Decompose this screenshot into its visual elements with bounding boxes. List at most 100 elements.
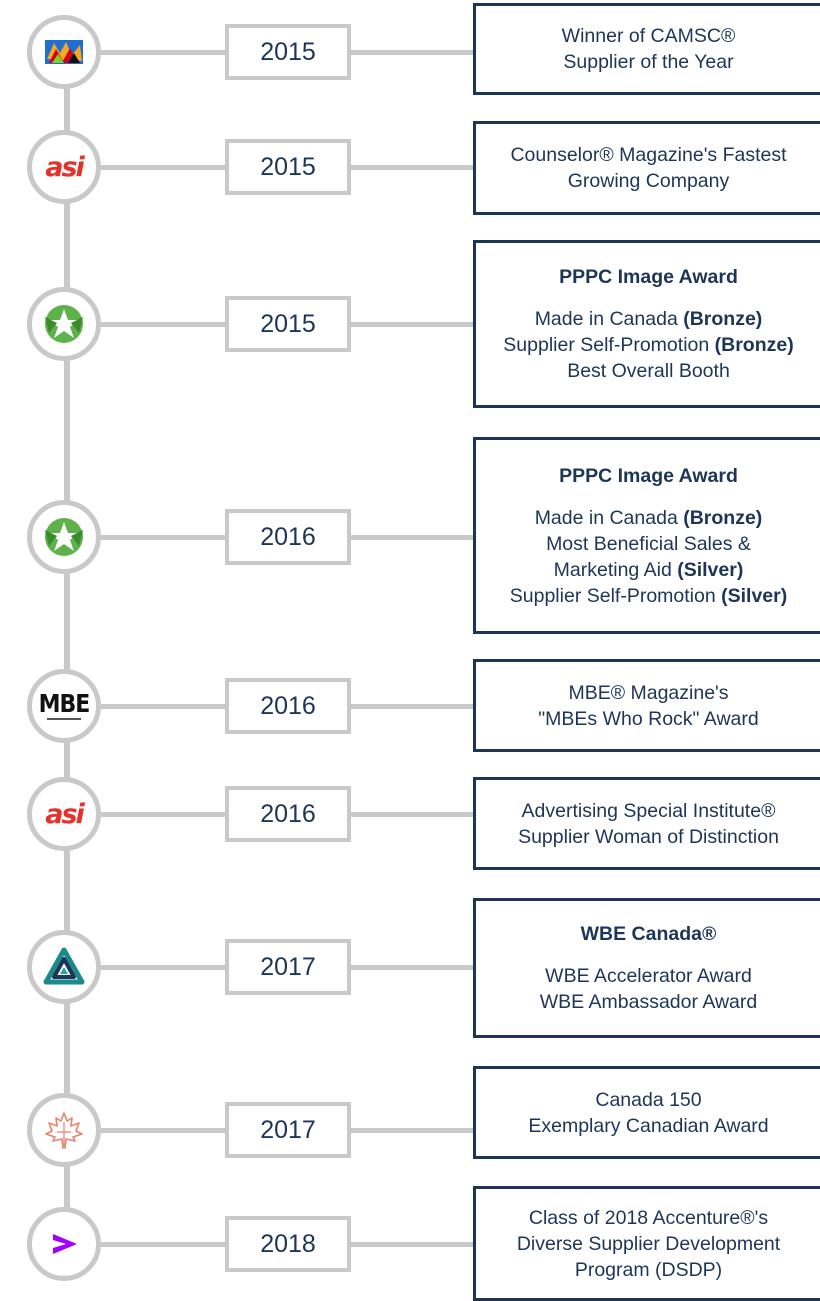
award-title: WBE Canada® xyxy=(580,923,717,945)
award-line: Supplier of the Year xyxy=(563,49,733,75)
award-line-text: Growing Company xyxy=(567,170,730,192)
award-line-text: Counselor® Magazine's Fastest xyxy=(510,144,787,166)
wbe-canada-logo-badge xyxy=(27,930,101,1004)
connector-line xyxy=(351,322,473,327)
award-line-text: Supplier of the Year xyxy=(563,51,734,73)
award-line-text: Supplier Woman of Distinction xyxy=(518,825,779,848)
award-line: MBE® Magazine's xyxy=(568,680,728,706)
connector-line xyxy=(101,165,225,170)
year-box: 2017 xyxy=(225,939,351,995)
asi-logo-badge: asi xyxy=(27,130,101,204)
award-title: PPPC Image Award xyxy=(559,464,738,487)
connector-line xyxy=(101,965,225,970)
award-line-text: Program (DSDP) xyxy=(574,1258,723,1281)
connector-line xyxy=(351,50,473,55)
year-box: 2015 xyxy=(225,139,351,195)
connector-line xyxy=(351,812,473,817)
pppc-logo-badge xyxy=(27,500,101,574)
year-box: 2016 xyxy=(225,786,351,842)
award-line-text: Best Overall Booth xyxy=(567,360,730,382)
asi-logo-icon: asi xyxy=(45,798,85,830)
award-line: Class of 2018 Accenture®'s xyxy=(529,1205,768,1231)
award-line-text: Canada 150 xyxy=(595,1088,702,1111)
award-medal: (Bronze) xyxy=(714,334,794,356)
pppc-logo-icon xyxy=(43,303,85,345)
award-card: Winner of CAMSC® Supplier of the Year xyxy=(473,3,820,95)
mbe-logo-icon: MBE xyxy=(38,690,90,720)
award-line-text: Diverse Supplier Development xyxy=(516,1232,781,1255)
connector-line xyxy=(101,812,225,817)
connector-line xyxy=(351,965,473,970)
mbe-logo-badge: MBE xyxy=(27,669,101,743)
award-line: Marketing Aid (Silver) xyxy=(554,557,744,583)
award-line-text: WBE Ambassador Award xyxy=(539,991,758,1013)
camsc-logo-badge xyxy=(27,15,101,89)
year-box: 2016 xyxy=(225,678,351,734)
award-line: Growing Company xyxy=(568,168,729,194)
connector-line xyxy=(101,1242,225,1247)
award-line-text: Winner of CAMSC® xyxy=(561,25,736,47)
award-line: Supplier Woman of Distinction xyxy=(518,824,779,850)
award-line-text: WBE Accelerator Award xyxy=(545,965,752,987)
maple-leaf-logo-badge xyxy=(27,1093,101,1167)
award-line-text: Made in Canada xyxy=(534,308,684,330)
connector-line xyxy=(351,704,473,709)
connector-line xyxy=(101,535,225,540)
award-line: Program (DSDP) xyxy=(575,1257,722,1283)
award-medal: (Bronze) xyxy=(683,506,763,529)
asi-logo-badge: asi xyxy=(27,777,101,851)
pppc-logo-badge xyxy=(27,287,101,361)
connector-line xyxy=(351,535,473,540)
award-line: Made in Canada (Bronze) xyxy=(535,306,763,332)
award-line-text: Class of 2018 Accenture®'s xyxy=(528,1206,769,1229)
wbe-canada-logo-icon xyxy=(43,947,85,987)
award-line: Supplier Self-Promotion (Bronze) xyxy=(503,332,793,358)
award-line-text: Marketing Aid xyxy=(553,558,678,581)
award-line: WBE Accelerator Award xyxy=(545,963,752,989)
year-box: 2015 xyxy=(225,24,351,80)
connector-line xyxy=(351,1128,473,1133)
connector-line xyxy=(101,322,225,327)
year-box: 2016 xyxy=(225,509,351,565)
award-line-text: Supplier Self-Promotion xyxy=(509,584,722,607)
accenture-logo-icon xyxy=(47,1227,81,1261)
connector-line xyxy=(101,704,225,709)
maple-leaf-logo-icon xyxy=(43,1110,85,1150)
award-line: WBE Ambassador Award xyxy=(540,989,758,1015)
award-line: Winner of CAMSC® xyxy=(562,23,736,49)
award-card: MBE® Magazine's"MBEs Who Rock" Award xyxy=(473,659,820,752)
year-box: 2018 xyxy=(225,1216,351,1272)
award-line-text: Exemplary Canadian Award xyxy=(528,1114,769,1137)
camsc-logo-icon xyxy=(44,39,84,65)
award-line: Advertising Special Institute® xyxy=(522,798,776,824)
award-medal: (Silver) xyxy=(677,558,744,581)
accenture-logo-badge xyxy=(27,1207,101,1281)
award-title: PPPC Image Award xyxy=(559,266,738,288)
asi-logo-icon: asi xyxy=(45,151,85,183)
award-card: Advertising Special Institute® Supplier W… xyxy=(473,777,820,870)
timeline-spine xyxy=(64,40,70,1270)
year-box: 2017 xyxy=(225,1102,351,1158)
connector-line xyxy=(101,50,225,55)
connector-line xyxy=(101,1128,225,1133)
award-line: "MBEs Who Rock" Award xyxy=(538,706,758,732)
award-line-text: Made in Canada xyxy=(534,506,684,529)
award-line: Made in Canada (Bronze) xyxy=(535,505,763,531)
award-line: Diverse Supplier Development xyxy=(517,1231,780,1257)
award-line-text: "MBEs Who Rock" Award xyxy=(538,707,759,730)
award-line: Canada 150 xyxy=(595,1087,701,1113)
award-line: Counselor® Magazine's Fastest xyxy=(510,142,786,168)
award-line: Exemplary Canadian Award xyxy=(528,1113,768,1139)
award-line: Best Overall Booth xyxy=(567,358,730,384)
award-line-text: Supplier Self-Promotion xyxy=(503,334,715,356)
connector-line xyxy=(351,1242,473,1247)
award-line-text: Advertising Special Institute® xyxy=(521,799,776,822)
award-medal: (Silver) xyxy=(721,584,788,607)
award-medal: (Bronze) xyxy=(683,308,763,330)
award-line: Supplier Self-Promotion (Silver) xyxy=(510,583,787,609)
